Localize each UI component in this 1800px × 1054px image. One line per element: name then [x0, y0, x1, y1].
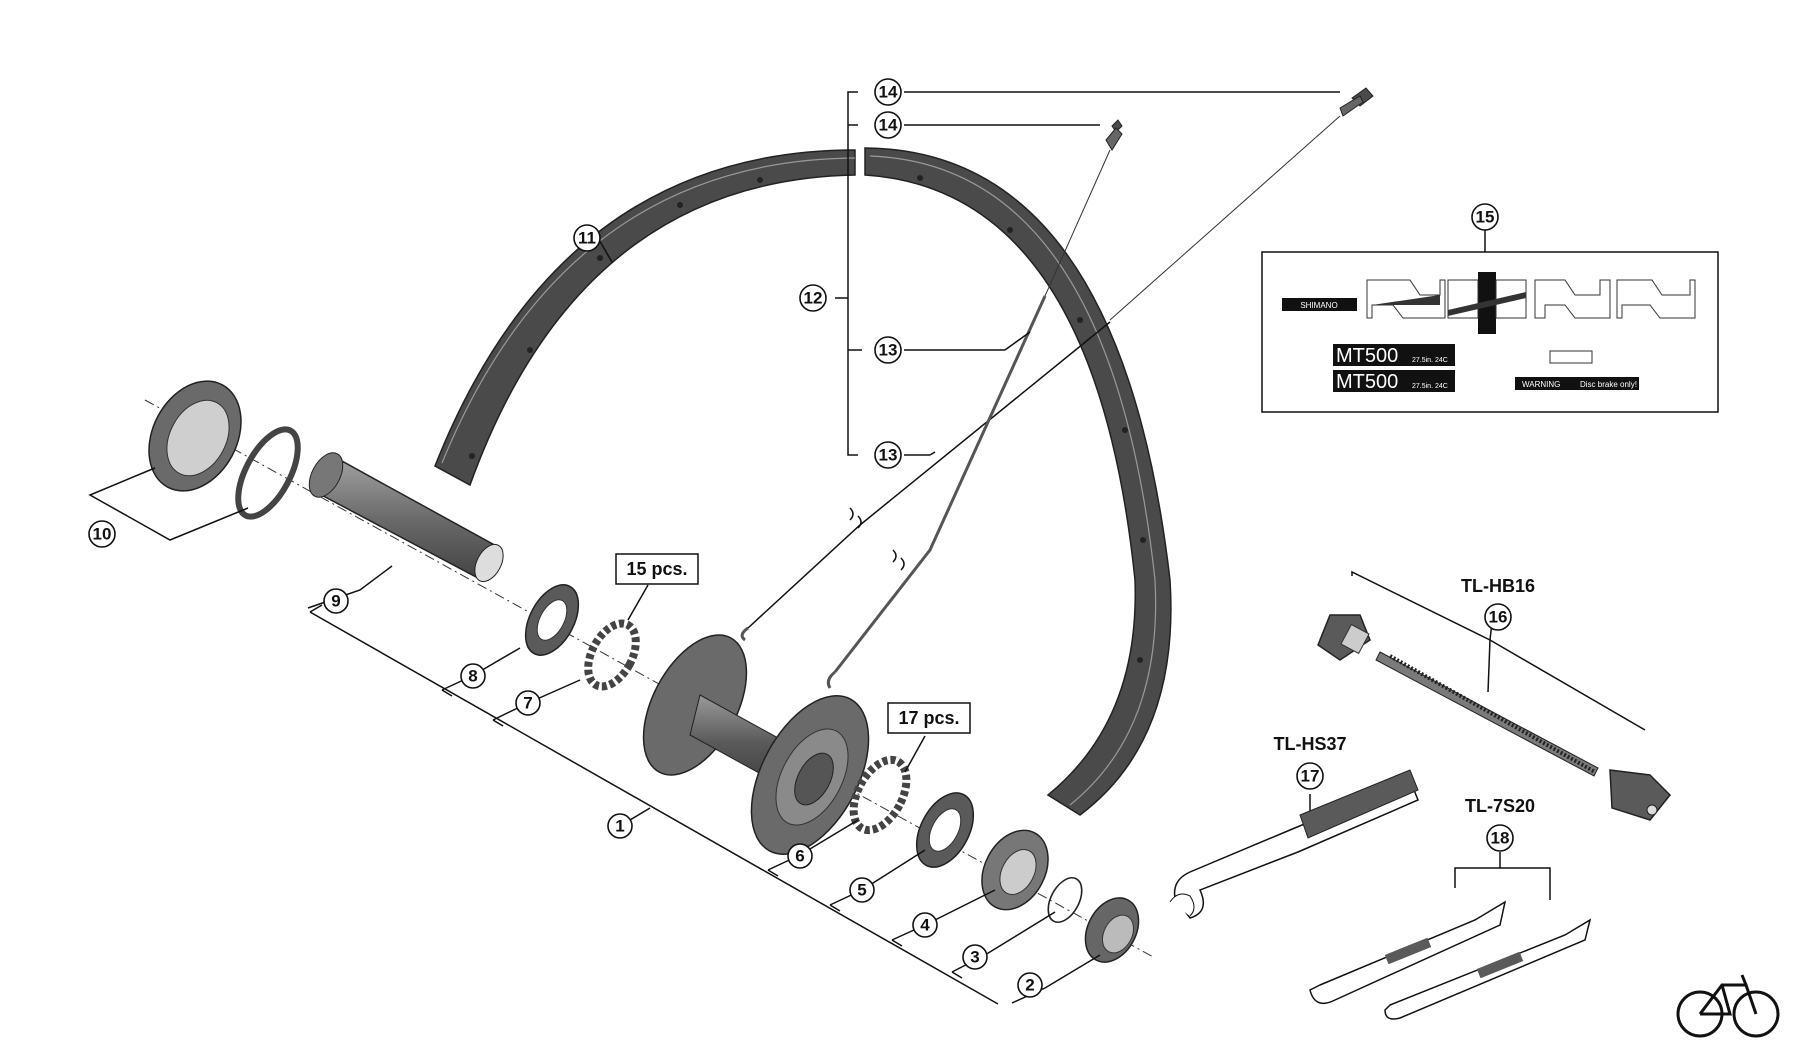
tool-tl-7s20 [1309, 900, 1592, 1020]
svg-text:17: 17 [1301, 767, 1320, 786]
callout-15: 15 [1471, 203, 1499, 231]
svg-text:6: 6 [795, 847, 804, 866]
callout-16: 16 [1484, 603, 1512, 631]
bicycle-logo-icon [1676, 974, 1780, 1038]
svg-text:11: 11 [578, 229, 596, 248]
qty-15-pcs-text: 15 pcs. [626, 559, 687, 579]
callout-3: 3 [962, 944, 988, 970]
model-sticker-2-text: MT500 [1336, 371, 1398, 393]
svg-text:16: 16 [1489, 608, 1508, 627]
bearing-balls-7 [584, 619, 640, 691]
warning-sticker [1515, 377, 1639, 390]
callout-9: 9 [323, 588, 349, 614]
callout-18: 18 [1486, 824, 1514, 852]
svg-text:1: 1 [615, 817, 624, 836]
end-cap-2 [1084, 897, 1140, 963]
cone-4 [981, 829, 1049, 911]
svg-text:2: 2 [1025, 976, 1034, 995]
brand-sticker-text: SHIMANO [1300, 301, 1337, 310]
callout-11: 11 [573, 224, 601, 252]
svg-text:14: 14 [879, 83, 898, 102]
sticker-set: SHIMANO MT500 27.5in. 24C MT500 27.5in. … [1261, 251, 1719, 413]
small-label-sticker [1549, 350, 1593, 364]
svg-text:13: 13 [879, 446, 898, 465]
callout-17: 17 [1296, 762, 1324, 790]
svg-text:5: 5 [857, 881, 866, 900]
svg-text:10: 10 [93, 525, 112, 544]
model-sticker-1-text: MT500 [1336, 345, 1398, 367]
callout-10: 10 [88, 520, 116, 548]
o-ring-3 [1047, 877, 1083, 923]
callout-6: 6 [787, 843, 813, 869]
tool-title-tl-hs37: TL-HS37 [1273, 734, 1346, 754]
qty-17-pcs-text: 17 pcs. [898, 708, 959, 728]
svg-text:12: 12 [804, 289, 823, 308]
callout-14b: 14 [874, 111, 902, 139]
spokes [740, 295, 1111, 689]
hub-shell [642, 634, 870, 855]
seal-ring-8 [524, 584, 580, 656]
seal-ring-5 [915, 792, 975, 868]
qty-box-15-pcs: 15 pcs. [615, 553, 699, 585]
tool-title-tl-hb16: TL-HB16 [1461, 576, 1535, 596]
rim-decal-1 [1366, 279, 1446, 319]
warning-sticker-text: WARNING [1522, 380, 1560, 389]
callout-8: 8 [460, 663, 486, 689]
svg-text:3: 3 [970, 948, 979, 967]
leader-lines [88, 91, 1646, 1005]
svg-text:15: 15 [1476, 208, 1495, 227]
svg-text:18: 18 [1491, 829, 1510, 848]
tool-title-tl-7s20: TL-7S20 [1465, 796, 1535, 816]
callout-14a: 14 [874, 78, 902, 106]
callout-13b: 13 [874, 441, 902, 469]
callout-12: 12 [799, 284, 827, 312]
bearing-balls-6 [849, 755, 911, 835]
brand-sticker [1282, 298, 1357, 311]
svg-text:14: 14 [879, 116, 898, 135]
callout-5: 5 [849, 877, 875, 903]
model-sticker-1 [1333, 344, 1455, 366]
rim [434, 147, 1172, 816]
svg-text:9: 9 [331, 592, 340, 611]
tool-tl-hb16 [1317, 614, 1672, 821]
svg-text:13: 13 [879, 341, 898, 360]
model-sticker-2-size: 27.5in. 24C [1412, 383, 1448, 390]
svg-text:8: 8 [468, 667, 477, 686]
spoke-nipples [1044, 87, 1374, 321]
model-sticker-1-size: 27.5in. 24C [1412, 357, 1448, 364]
model-sticker-2 [1333, 370, 1455, 392]
freehub-body [308, 452, 504, 583]
callout-1: 1 [607, 813, 633, 839]
callout-2: 2 [1017, 972, 1043, 998]
disc-brake-note: Disc brake only! [1580, 380, 1637, 389]
svg-text:4: 4 [920, 916, 930, 935]
rim-decal-2 [1534, 279, 1611, 319]
tool-tl-hs37 [1169, 769, 1419, 919]
rim-decal-3 [1616, 279, 1696, 319]
callout-13a: 13 [874, 336, 902, 364]
qty-box-17-pcs: 17 pcs. [887, 702, 971, 734]
callout-4: 4 [912, 912, 938, 938]
svg-text:7: 7 [523, 694, 532, 713]
lockring [148, 380, 301, 520]
callout-7: 7 [515, 690, 541, 716]
